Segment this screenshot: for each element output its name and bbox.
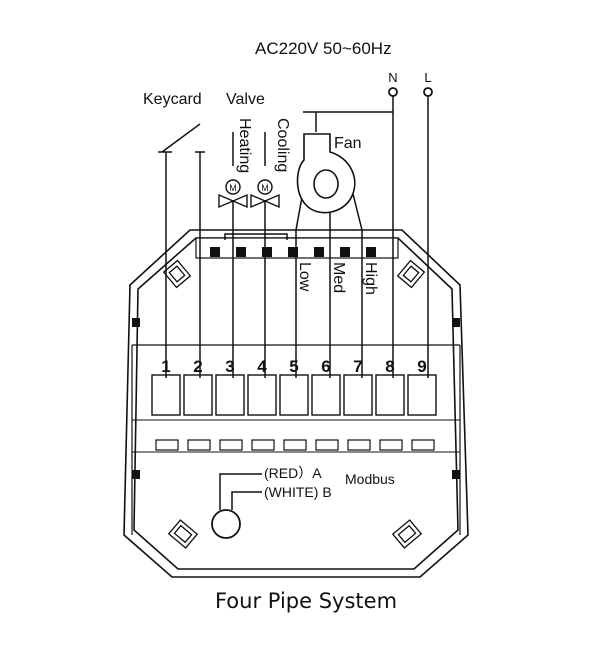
fan-speed-high-label: High (362, 262, 379, 295)
live-label: L (424, 70, 431, 85)
terminal-number-3: 3 (225, 357, 234, 376)
power-supply-label: AC220V 50~60Hz (255, 39, 392, 58)
thermostat-housing (123, 229, 469, 578)
fan-icon (296, 133, 356, 214)
cooling-valve-icon (250, 179, 280, 209)
fan-label: Fan (334, 135, 362, 152)
terminal-blocks (151, 374, 437, 416)
terminal-number-7: 7 (353, 357, 362, 376)
fan-speed-med-label: Med (330, 262, 347, 293)
terminal-number-8: 8 (385, 357, 394, 376)
wires (161, 94, 429, 510)
neutral-terminal-icon (388, 87, 398, 97)
diagram-caption: Four Pipe System (215, 589, 397, 613)
cooling-valve-motor-label: M (261, 183, 269, 193)
heating-label: Heating (236, 118, 253, 173)
modbus-wire-b-label: (WHITE) B (264, 484, 332, 500)
neutral-label: N (388, 70, 397, 85)
terminal-number-4: 4 (257, 357, 267, 376)
heating-valve-icon (218, 179, 248, 209)
cooling-label: Cooling (274, 118, 291, 172)
lower-contacts (155, 439, 435, 451)
heating-valve-motor-label: M (229, 183, 237, 193)
modbus-label: Modbus (345, 471, 395, 487)
top-connector-block (195, 237, 399, 259)
power-terminals (388, 87, 433, 97)
fan-speed-low-label: Low (296, 262, 313, 292)
keycard-label: Keycard (143, 91, 202, 108)
modbus-port-icon (211, 509, 241, 539)
valve-label: Valve (226, 91, 265, 108)
terminal-number-9: 9 (417, 357, 426, 376)
corner-clips (162, 259, 426, 549)
side-tabs (132, 318, 460, 479)
modbus-wire-a-label: (RED）A (264, 465, 322, 481)
terminal-numbers: 1 2 3 4 5 6 7 8 9 (161, 357, 426, 376)
terminal-number-5: 5 (289, 357, 298, 376)
terminal-number-2: 2 (193, 357, 202, 376)
live-terminal-icon (423, 87, 433, 97)
terminal-number-6: 6 (321, 357, 330, 376)
